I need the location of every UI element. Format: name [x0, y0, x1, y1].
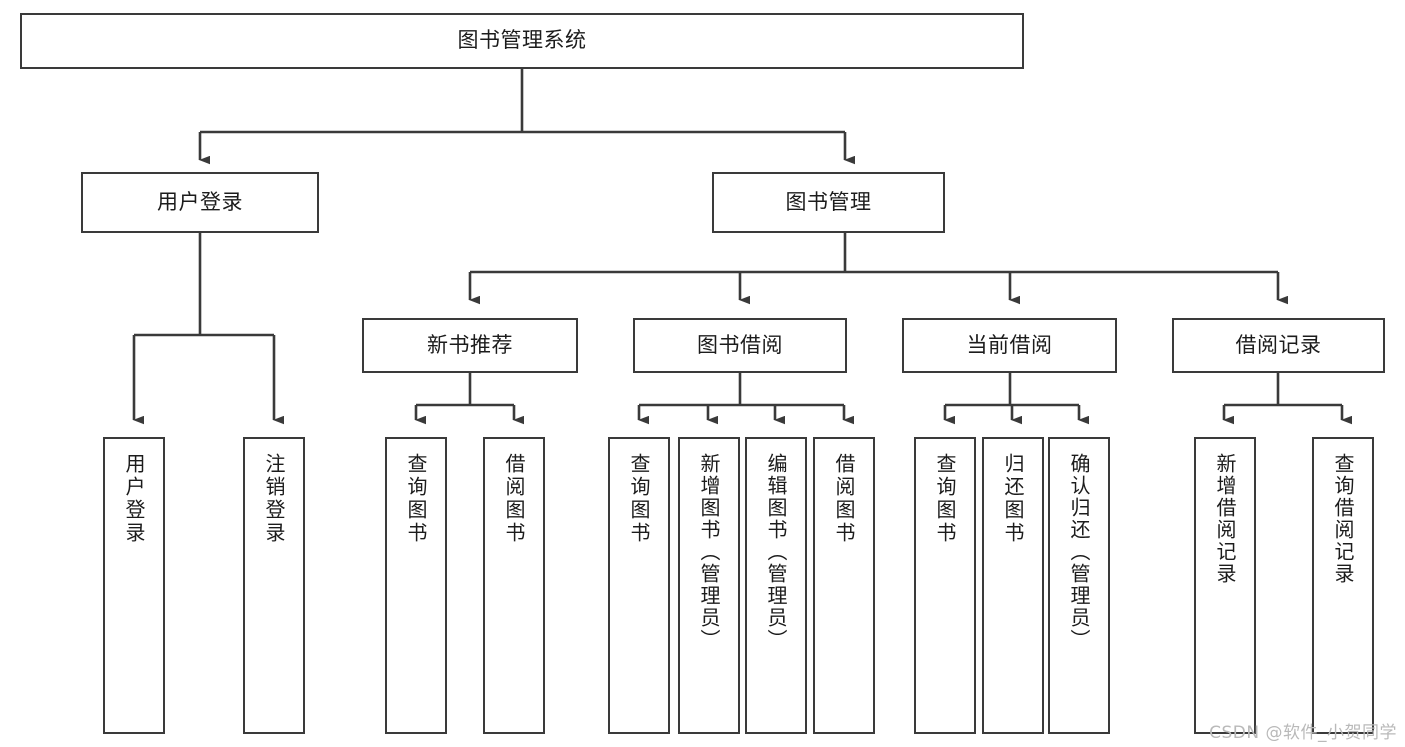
leaf-borrow-records-add[interactable]: 新增借阅记录 — [1194, 437, 1256, 734]
node-root-system[interactable]: 图书管理系统 — [20, 13, 1024, 69]
leaf-new-book-borrow-label: 借阅图书 — [502, 453, 526, 545]
node-root-system-label: 图书管理系统 — [457, 28, 587, 53]
leaf-book-borrow-borrow-label: 借阅图书 — [832, 453, 856, 545]
leaf-borrow-records-add-label: 新增借阅记录 — [1213, 453, 1237, 585]
node-new-book-recommend-label: 新书推荐 — [427, 332, 513, 357]
leaf-book-borrow-add[interactable]: 新增图书（管理员） — [678, 437, 740, 734]
node-current-borrow-label: 当前借阅 — [966, 332, 1053, 357]
leaf-book-borrow-query-label: 查询图书 — [627, 453, 651, 545]
leaf-new-book-query[interactable]: 查询图书 — [385, 437, 447, 734]
leaf-user-login-signout-label: 注销登录 — [262, 453, 286, 545]
watermark-text: CSDN @软件_小贺同学 — [1209, 723, 1397, 743]
leaf-current-borrow-query[interactable]: 查询图书 — [914, 437, 976, 734]
leaf-book-borrow-query[interactable]: 查询图书 — [608, 437, 670, 734]
leaf-new-book-borrow[interactable]: 借阅图书 — [483, 437, 545, 734]
node-borrow-records[interactable]: 借阅记录 — [1172, 318, 1385, 373]
leaf-borrow-records-query[interactable]: 查询借阅记录 — [1312, 437, 1374, 734]
leaf-user-login-signout[interactable]: 注销登录 — [243, 437, 305, 734]
node-book-borrow-label: 图书借阅 — [697, 332, 783, 357]
leaf-book-borrow-add-label: 新增图书（管理员） — [697, 453, 721, 651]
node-user-login-label: 用户登录 — [157, 189, 243, 214]
node-borrow-records-label: 借阅记录 — [1235, 332, 1322, 357]
leaf-user-login-signin[interactable]: 用户登录 — [103, 437, 165, 734]
node-current-borrow[interactable]: 当前借阅 — [902, 318, 1117, 373]
leaf-borrow-records-query-label: 查询借阅记录 — [1331, 453, 1355, 585]
leaf-book-borrow-borrow[interactable]: 借阅图书 — [813, 437, 875, 734]
node-book-borrow[interactable]: 图书借阅 — [633, 318, 847, 373]
leaf-book-borrow-edit-label: 编辑图书（管理员） — [764, 453, 788, 651]
leaf-current-borrow-return-label: 归还图书 — [1001, 453, 1025, 545]
leaf-current-borrow-confirm-return-label: 确认归还（管理员） — [1067, 453, 1091, 651]
leaf-book-borrow-edit[interactable]: 编辑图书（管理员） — [745, 437, 807, 734]
leaf-user-login-signin-label: 用户登录 — [122, 453, 146, 545]
node-new-book-recommend[interactable]: 新书推荐 — [362, 318, 578, 373]
node-user-login[interactable]: 用户登录 — [81, 172, 319, 233]
leaf-current-borrow-return[interactable]: 归还图书 — [982, 437, 1044, 734]
leaf-current-borrow-query-label: 查询图书 — [933, 453, 957, 545]
leaf-new-book-query-label: 查询图书 — [404, 453, 428, 545]
leaf-current-borrow-confirm-return[interactable]: 确认归还（管理员） — [1048, 437, 1110, 734]
node-book-management[interactable]: 图书管理 — [712, 172, 945, 233]
node-book-management-label: 图书管理 — [785, 189, 872, 214]
